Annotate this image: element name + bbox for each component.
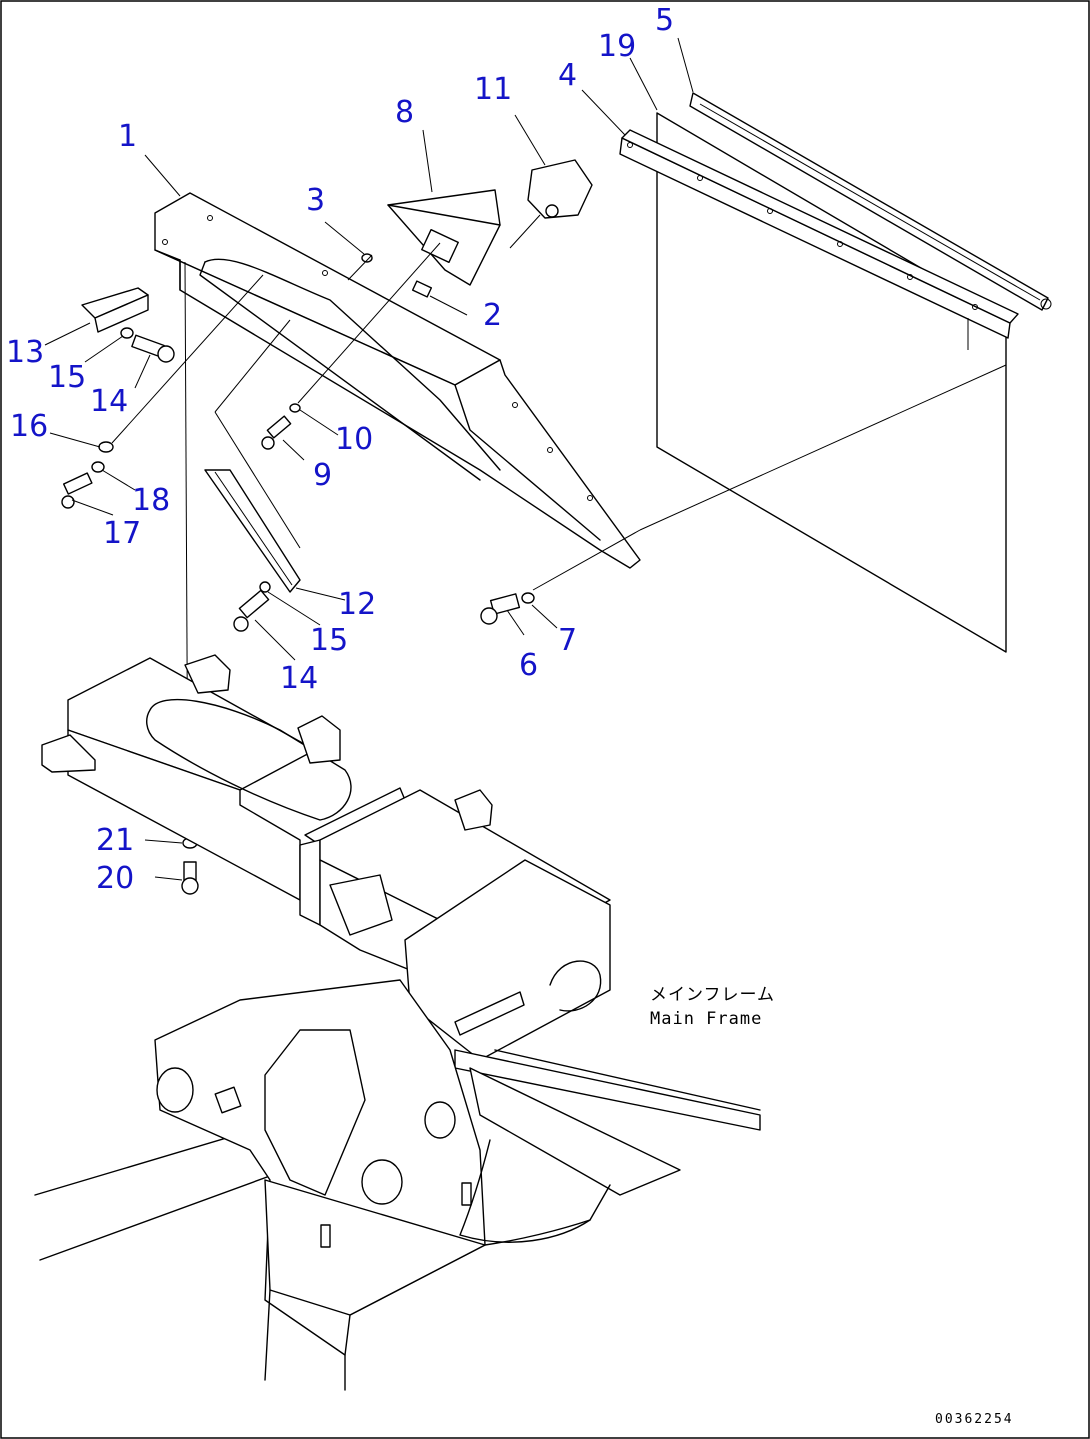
work-lamp-11 — [527, 159, 593, 219]
callout-leaders — [44, 37, 694, 881]
callout-9: 9 — [313, 458, 332, 493]
bolt-14-upper — [131, 334, 175, 363]
callout-7: 7 — [558, 623, 577, 658]
flap-bar-4 — [619, 129, 1019, 350]
washer-15-lower — [259, 581, 271, 593]
bolt-17 — [61, 472, 93, 509]
callout-10: 10 — [335, 422, 373, 457]
callout-17: 17 — [103, 516, 141, 551]
callout-6: 6 — [519, 648, 538, 683]
washer-7 — [521, 592, 535, 604]
washer-18 — [91, 461, 105, 473]
callout-2: 2 — [483, 298, 502, 333]
washer-3 — [361, 253, 373, 263]
callout-14-upper: 14 — [90, 384, 128, 419]
bolt-9 — [261, 415, 292, 450]
callout-5: 5 — [655, 3, 674, 38]
callout-3: 3 — [306, 183, 325, 218]
washer-15-upper — [120, 327, 134, 339]
main-frame-label-en: Main Frame — [650, 1009, 762, 1029]
bolt-20 — [181, 861, 199, 895]
fender-bracket-1 — [154, 192, 641, 569]
bracket-12 — [204, 469, 301, 593]
callout-18: 18 — [132, 483, 170, 518]
main-frame — [34, 654, 761, 1391]
main-frame-label-jp: メインフレーム — [650, 985, 775, 1005]
bolt-6 — [480, 593, 521, 625]
washer-16 — [98, 441, 114, 453]
callout-1: 1 — [118, 119, 137, 154]
callout-15-upper: 15 — [48, 360, 86, 395]
callout-4: 4 — [558, 58, 577, 93]
callout-11: 11 — [474, 72, 512, 107]
callout-16: 16 — [10, 409, 48, 444]
bolt-14-lower — [233, 589, 270, 632]
flap-bar-5 — [689, 92, 1052, 311]
washer-10 — [289, 403, 301, 413]
callout-21: 21 — [96, 823, 134, 858]
nut-2 — [411, 280, 433, 298]
lamp-bracket-8 — [387, 189, 501, 286]
callout-8: 8 — [395, 95, 414, 130]
mud-flap-19 — [656, 112, 1007, 653]
callout-19: 19 — [598, 29, 636, 64]
drawing-code: 00362254 — [935, 1412, 1014, 1427]
callout-20: 20 — [96, 861, 134, 896]
callout-14-lower: 14 — [280, 661, 318, 696]
callout-12: 12 — [338, 587, 376, 622]
callout-15-lower: 15 — [310, 623, 348, 658]
callout-13: 13 — [6, 335, 44, 370]
bracket-13 — [81, 287, 149, 333]
